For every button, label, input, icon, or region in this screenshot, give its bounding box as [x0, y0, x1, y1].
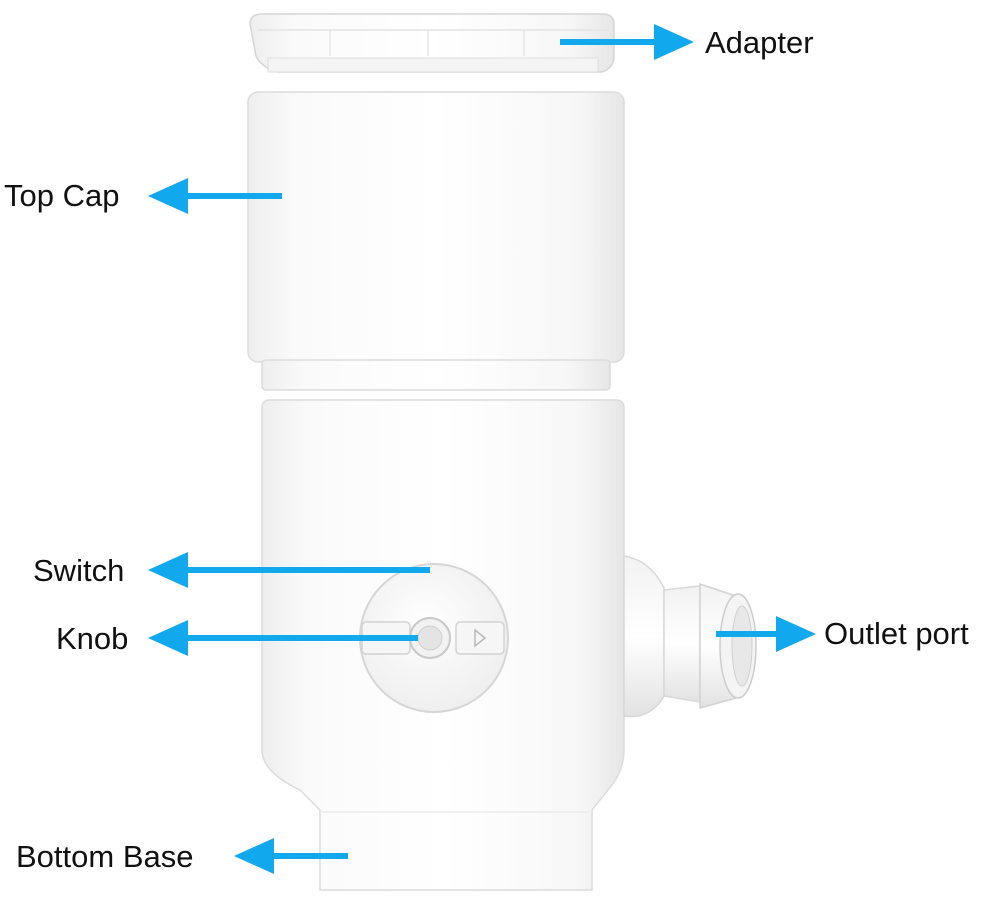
arrow-knob: [148, 620, 418, 656]
label-switch: Switch: [33, 553, 125, 588]
arrow-bottom-base: [234, 838, 348, 874]
top-cap-part: [247, 91, 625, 391]
arrow-outlet-port: [716, 616, 816, 652]
label-adapter: Adapter: [705, 25, 814, 60]
arrow-switch: [148, 552, 430, 588]
label-top-cap: Top Cap: [4, 178, 120, 213]
label-outlet-port: Outlet port: [824, 616, 969, 651]
arrow-adapter: [560, 24, 694, 60]
label-knob: Knob: [56, 621, 129, 656]
label-bottom-base: Bottom Base: [16, 839, 194, 874]
arrow-top-cap: [148, 178, 282, 214]
outlet-port-part: [623, 555, 757, 718]
adapter-part: [249, 13, 615, 73]
